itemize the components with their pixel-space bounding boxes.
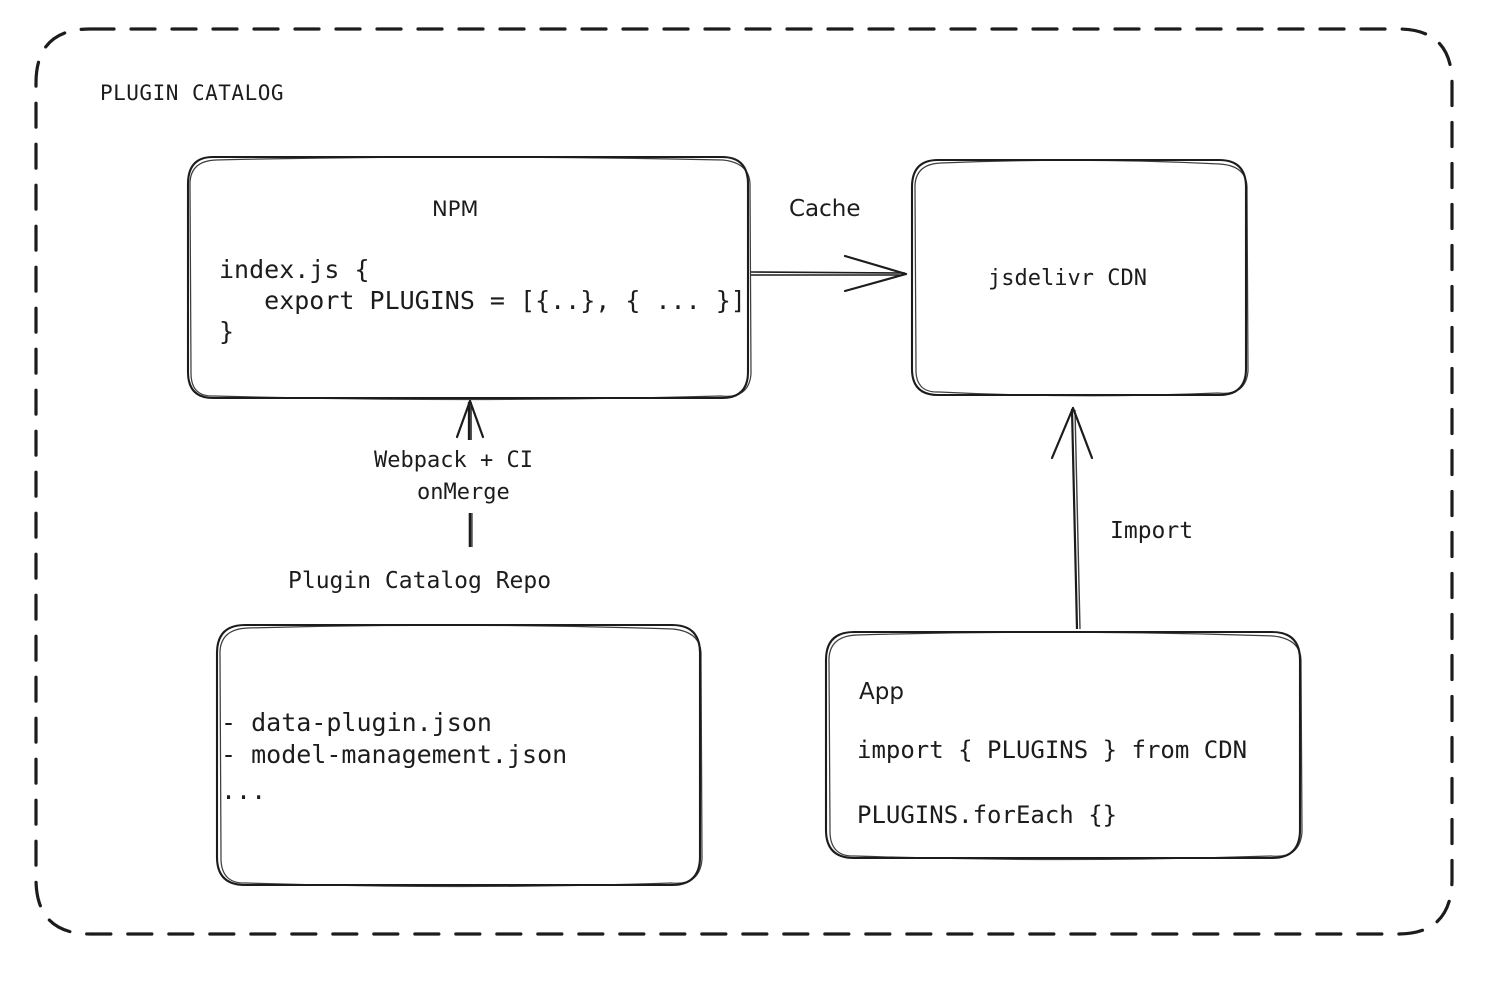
repo-list-item: - data-plugin.json <box>221 708 492 737</box>
edge-repo-to-npm <box>455 399 485 547</box>
npm-code-line-1: index.js { <box>219 255 370 284</box>
repo-list-item: ... <box>221 776 267 805</box>
edge-label-webpack-ci: Webpack + CI <box>374 448 533 473</box>
edge-label-onmerge: onMerge <box>417 480 510 505</box>
npm-code-line-2: export PLUGINS = [{..}, { ... }] <box>219 286 746 315</box>
app-code-line-1: import { PLUGINS } from CDN <box>857 736 1248 764</box>
plugin-catalog-title: PLUGIN CATALOG <box>100 81 285 105</box>
edge-app-to-cdn <box>1050 406 1094 630</box>
repo-list-item: - model-management.json <box>221 740 568 769</box>
repo-node-caption: Plugin Catalog Repo <box>288 568 552 594</box>
app-node-title: App <box>859 679 904 705</box>
npm-code-line-3: } <box>219 317 235 346</box>
edge-label-import: Import <box>1110 518 1194 544</box>
npm-node-title: NPM <box>432 197 479 221</box>
edge-label-cache: Cache <box>789 196 861 222</box>
edge-npm-to-cdn <box>750 254 908 293</box>
cdn-node-title: jsdelivr CDN <box>988 266 1147 291</box>
app-code-line-2: PLUGINS.forEach {} <box>857 801 1118 829</box>
